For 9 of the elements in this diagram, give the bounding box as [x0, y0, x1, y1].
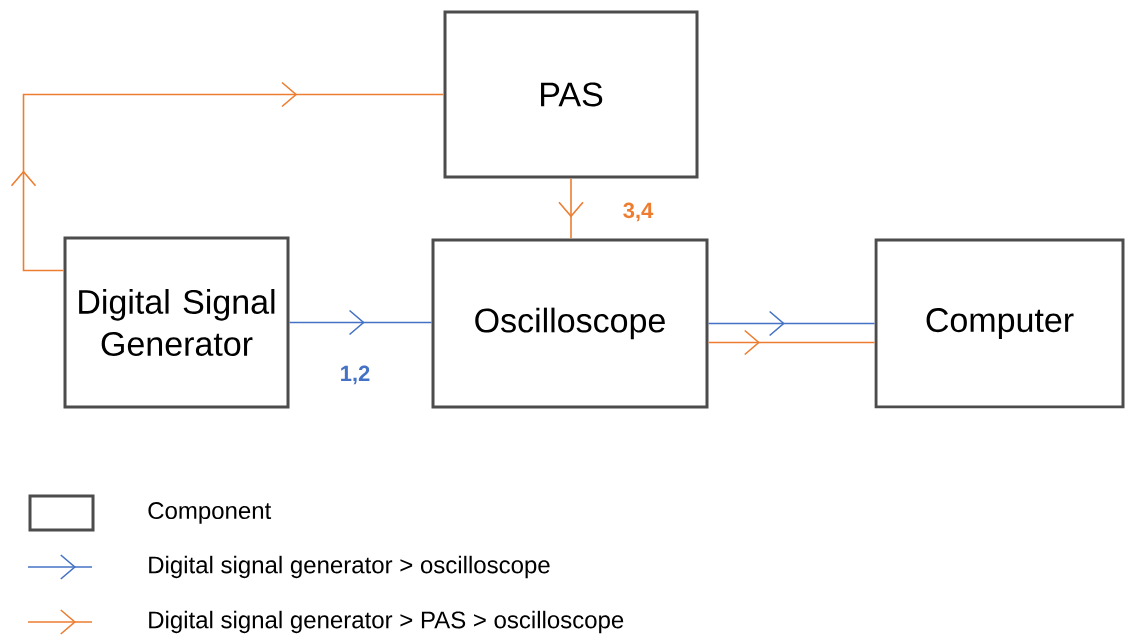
edge-label: 3,4 [623, 202, 654, 222]
component-box: Oscilloscope [431, 238, 709, 409]
legend-text: Digital signal generator > oscilloscope [149, 555, 550, 579]
component-box: Computer [874, 238, 1125, 409]
edge-label: 1,2 [341, 365, 370, 385]
legend-text: Component [148, 502, 272, 524]
component-box: PAS [443, 10, 699, 179]
legend-text: Digital signal generator > PAS > oscilloscope [149, 610, 624, 634]
component-box: Digital Signal Generator [63, 236, 290, 409]
